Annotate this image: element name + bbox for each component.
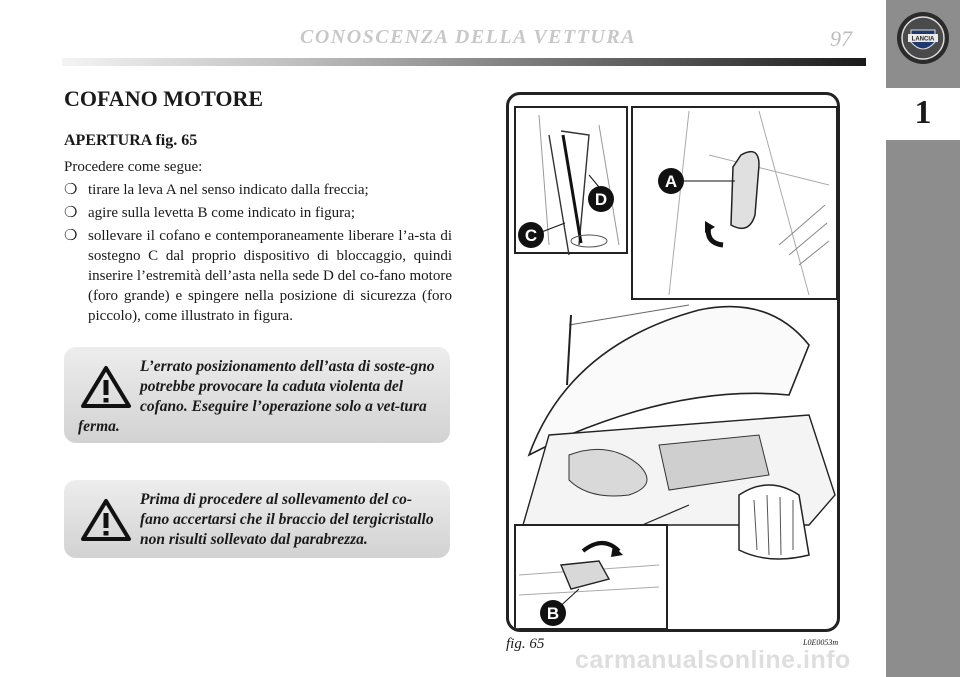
list-item-text: sollevare il cofano e contemporaneamente… [88, 228, 452, 324]
label-d: D [588, 186, 614, 212]
warning-text: Prima di procedere al sollevamento del c… [140, 491, 434, 548]
bullet-marker: ❍ [64, 228, 78, 244]
warning-box: Prima di procedere al sollevamento del c… [64, 480, 450, 558]
svg-text:B: B [547, 604, 559, 623]
list-item: ❍ sollevare il cofano e contemporaneamen… [64, 226, 452, 326]
chapter-tab [886, 88, 960, 140]
bullet-marker: ❍ [64, 205, 78, 221]
engine-bay-illustration: A B C D [514, 106, 837, 629]
warning-box: L’errato posizionamento dell’asta di sos… [64, 347, 450, 443]
section-title: COFANO MOTORE [64, 86, 264, 111]
warning-text: L’errato posizionamento dell’asta di sos… [78, 358, 435, 435]
label-a: A [658, 168, 684, 194]
label-c: C [518, 222, 544, 248]
bullet-marker: ❍ [64, 182, 78, 198]
watermark: carmanualsonline.info [575, 646, 851, 674]
header-rule [62, 58, 866, 66]
subheading: APERTURA fig. 65 [64, 132, 198, 149]
lancia-logo-icon: LANCIA [897, 12, 949, 64]
svg-text:C: C [525, 226, 537, 245]
instruction-list: ❍ tirare la leva A nel senso indicato da… [64, 180, 452, 329]
warning-triangle-icon [81, 499, 131, 541]
list-item-text: tirare la leva A nel senso indicato dall… [88, 182, 369, 198]
list-item: ❍ tirare la leva A nel senso indicato da… [64, 180, 452, 200]
figure-caption: fig. 65 [506, 636, 545, 652]
logo-lettering: LANCIA [912, 37, 935, 43]
chapter-number: 1 [914, 94, 932, 131]
warning-triangle-icon [81, 366, 131, 408]
label-b: B [540, 600, 566, 626]
intro-text: Procedere come segue: [64, 159, 203, 175]
svg-text:A: A [665, 172, 677, 191]
running-header-title: CONOSCENZA DELLA VETTURA [300, 26, 637, 48]
figure-code: L0E0053m [803, 638, 839, 647]
list-item: ❍ agire sulla levetta B come indicato in… [64, 203, 452, 223]
list-item-text: agire sulla levetta B come indicato in f… [88, 205, 355, 221]
page-number: 97 [830, 26, 852, 51]
figure-65: A B C D [506, 92, 840, 632]
svg-text:D: D [595, 190, 607, 209]
